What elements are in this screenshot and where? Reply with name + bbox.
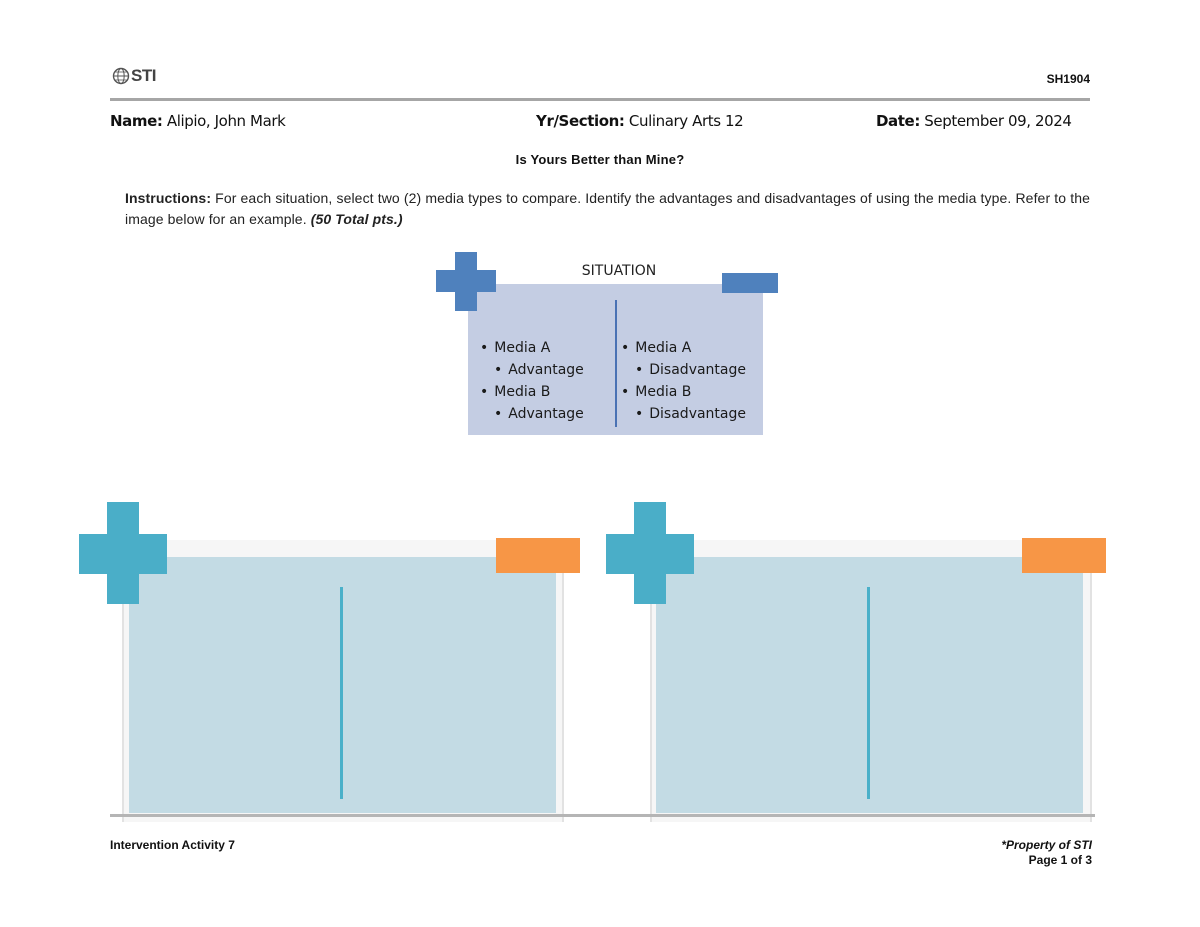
- document-code: SH1904: [1046, 72, 1090, 86]
- list-item: Media A: [480, 337, 584, 359]
- minus-icon: [496, 538, 580, 573]
- date-label: Date:: [876, 112, 920, 130]
- instructions-text: For each situation, select two (2) media…: [125, 190, 1090, 227]
- example-plus-icon-bar: [436, 270, 496, 292]
- minus-icon: [1022, 538, 1106, 573]
- example-minus-icon: [722, 273, 778, 293]
- example-title: SITUATION: [581, 263, 657, 279]
- sti-globe-icon: [112, 67, 130, 85]
- answer-card-1-divider: [340, 587, 343, 799]
- footer-activity: Intervention Activity 7: [110, 838, 235, 852]
- cards-baseline: [110, 814, 1095, 817]
- date-field: Date: September 09, 2024: [876, 112, 1072, 130]
- section-label: Yr/Section:: [536, 112, 625, 130]
- name-label: Name:: [110, 112, 163, 130]
- instructions: Instructions: For each situation, select…: [125, 188, 1090, 230]
- plus-icon-bar: [79, 534, 167, 574]
- section-value: Culinary Arts 12: [624, 112, 744, 130]
- list-item: Media B: [621, 381, 746, 403]
- instructions-points: (50 Total pts.): [310, 211, 403, 227]
- section-field: Yr/Section: Culinary Arts 12: [536, 112, 744, 130]
- logo-text: STI: [131, 66, 156, 85]
- date-value: September 09, 2024: [919, 112, 1072, 130]
- example-divider: [615, 300, 617, 427]
- list-item: Disadvantage: [621, 403, 746, 425]
- list-item: Disadvantage: [621, 359, 746, 381]
- list-item: Advantage: [480, 359, 584, 381]
- instructions-label: Instructions:: [125, 190, 212, 206]
- name-field: Name: Alipio, John Mark: [110, 112, 286, 130]
- plus-icon-bar: [606, 534, 694, 574]
- list-item: Media A: [621, 337, 746, 359]
- answer-card-2-divider: [867, 587, 870, 799]
- list-item: Media B: [480, 381, 584, 403]
- list-item: Advantage: [480, 403, 584, 425]
- footer-property: *Property of STI: [1001, 838, 1092, 852]
- page-number: Page 1 of 3: [1028, 853, 1092, 867]
- sti-logo: STI: [112, 66, 160, 86]
- example-disadvantages-list: Media A Disadvantage Media B Disadvantag…: [621, 337, 746, 425]
- footer-meta: *Property of STI Page 1 of 3: [1001, 838, 1092, 868]
- header-rule: [110, 98, 1090, 101]
- page-title: Is Yours Better than Mine?: [515, 152, 685, 167]
- name-value: Alipio, John Mark: [162, 112, 286, 130]
- example-advantages-list: Media A Advantage Media B Advantage: [480, 337, 584, 425]
